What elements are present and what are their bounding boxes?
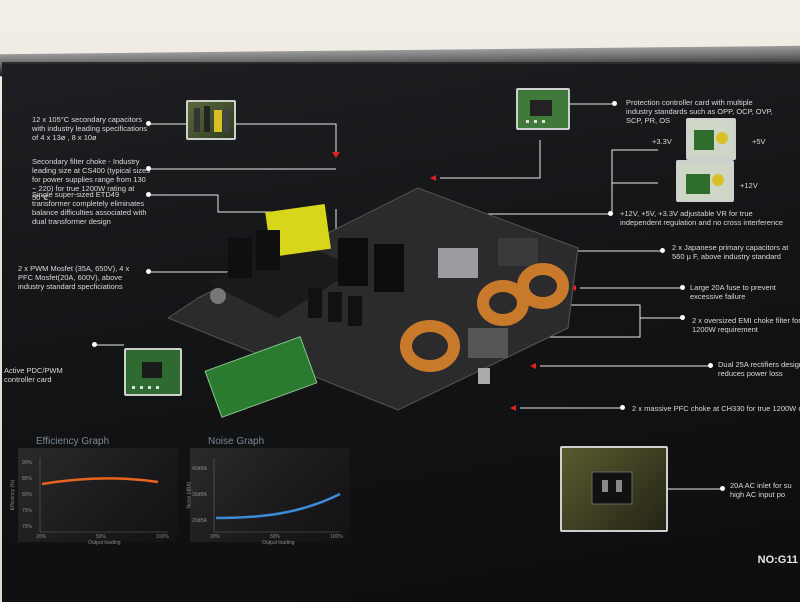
efficiency-ytick: 80% <box>22 492 33 498</box>
noise-graph: 40dBA 30dBA 20dBA Noise (dBA) 20% 50% 10… <box>186 448 350 546</box>
callout-dot <box>680 315 685 320</box>
ac-inlet-thumbnail <box>560 446 668 532</box>
efficiency-ytick: 85% <box>22 476 33 482</box>
annotation-vr: +12V, +5V, +3.3V adjustable VR for true … <box>620 209 784 227</box>
callout-dot <box>620 405 625 410</box>
noise-ytick: 40dBA <box>192 466 208 472</box>
pdc-card-thumbnail <box>124 348 182 396</box>
callout-dot <box>608 211 613 216</box>
label-5v: +5V <box>752 137 766 146</box>
capacitor-thumbnail <box>186 100 236 140</box>
noise-xtick: 50% <box>270 534 281 540</box>
noise-ytick: 20dBA <box>192 518 208 524</box>
annotation-secondary-choke: Secondary filter choke - Industry leadin… <box>32 157 150 202</box>
label-3v3: +3.3V <box>652 137 672 146</box>
vr-card-thumbnail-top <box>686 118 736 160</box>
annotation-pdc-card: Active PDC/PWM controller card <box>4 366 63 384</box>
callout-dot <box>680 285 685 290</box>
annotation-fuse: Large 20A fuse to prevent excessive fail… <box>690 283 776 301</box>
noise-xtick: 20% <box>210 534 221 540</box>
efficiency-xtick: 20% <box>36 534 47 540</box>
callout-dot <box>146 166 151 171</box>
noise-ytick: 30dBA <box>192 492 208 498</box>
model-number: NO:G11 <box>757 554 798 566</box>
noise-xtick: 100% <box>330 534 343 540</box>
annotation-primary-caps: 2 x Japanese primary capacitors at 560 µ… <box>672 243 789 261</box>
efficiency-xlabel: Output loading <box>88 540 121 546</box>
efficiency-xtick: 50% <box>96 534 107 540</box>
callout-dot <box>146 269 151 274</box>
annotation-mosfet: 2 x PWM Mosfet (35A, 650V), 4 x PFC Mosf… <box>18 264 130 291</box>
annotation-emi: 2 x oversized EMI choke filter for 1200W… <box>692 316 800 334</box>
noise-graph-title: Noise Graph <box>208 436 265 447</box>
protection-card-thumbnail <box>516 88 570 130</box>
annotation-protection-card: Protection controller card with multiple… <box>626 98 773 125</box>
callout-dot <box>708 363 713 368</box>
noise-xlabel: Output loading <box>262 540 295 546</box>
efficiency-ytick: 75% <box>22 508 33 514</box>
label-12v: +12V <box>740 181 758 190</box>
annotation-ac-inlet: 20A AC inlet for su high AC input po <box>730 481 792 499</box>
efficiency-xtick: 100% <box>156 534 169 540</box>
callout-dot <box>92 342 97 347</box>
annotation-capacitors: 12 x 105°C secondary capacitors with ind… <box>32 115 148 142</box>
efficiency-ytick: 70% <box>22 524 33 530</box>
efficiency-graph-title: Efficiency Graph <box>36 436 110 447</box>
efficiency-ytick: 90% <box>22 460 33 466</box>
annotation-pfc-choke: 2 x massive PFC choke at CH330 for true … <box>632 404 800 413</box>
noise-graph-plot <box>213 458 341 533</box>
callout-dot <box>660 248 665 253</box>
noise-ylabel: Noise (dBA) <box>186 481 193 509</box>
efficiency-ylabel: Efficiency (%) <box>10 479 17 511</box>
callout-dot <box>720 486 725 491</box>
annotation-transformer: Single super-sized ETD49 transformer com… <box>32 190 147 226</box>
annotation-rectifier: Dual 25A rectifiers design reduces power… <box>718 360 800 378</box>
callout-dot <box>146 121 151 126</box>
callout-dot <box>146 192 151 197</box>
efficiency-graph: 90% 85% 80% 75% 70% Efficiency (%) 20% 5… <box>10 448 178 546</box>
efficiency-graph-plot <box>39 458 168 533</box>
callout-dot <box>612 101 617 106</box>
vr-card-thumbnail-bottom <box>676 160 734 202</box>
